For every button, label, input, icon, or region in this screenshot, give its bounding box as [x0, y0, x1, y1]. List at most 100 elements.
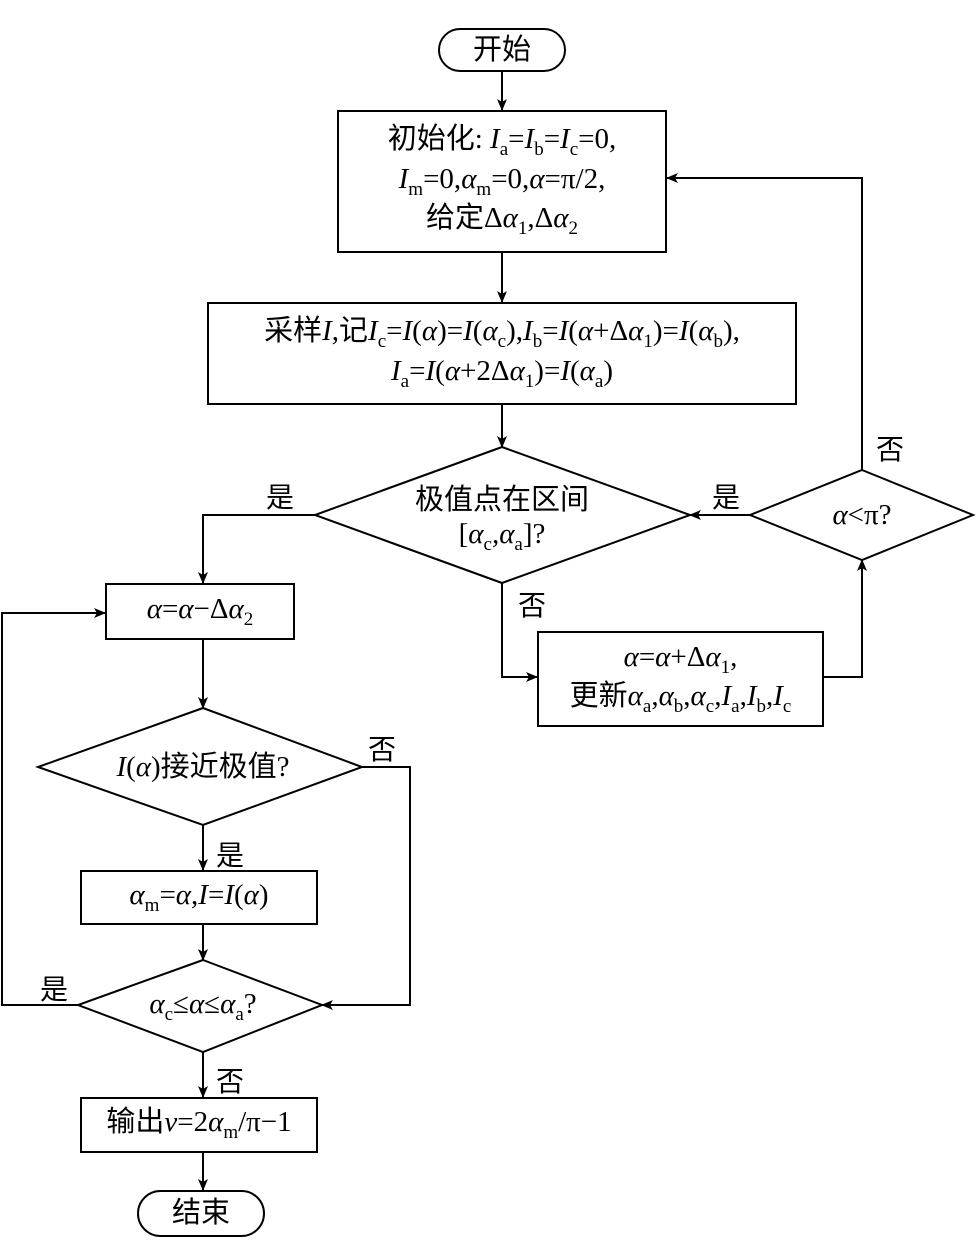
math-variable: α — [188, 988, 205, 1021]
math-variable: α — [228, 592, 244, 625]
math-variable: α — [690, 680, 706, 712]
subscript: b — [534, 139, 544, 161]
text-segment: , — [766, 680, 774, 712]
subscript: c — [377, 331, 387, 353]
math-variable: I — [224, 878, 234, 911]
math-variable: α — [502, 202, 518, 235]
math-variable: I — [773, 680, 783, 712]
math-variable: α — [655, 640, 671, 673]
subscript: c — [782, 696, 792, 717]
subscript: m — [144, 894, 160, 916]
subscript: 1 — [720, 656, 731, 678]
math-variable: α — [529, 162, 545, 195]
text-segment: ( — [688, 315, 699, 348]
text-segment: ( — [233, 878, 244, 911]
label-near-yes: 是 — [216, 841, 245, 872]
text-segment: , — [191, 878, 199, 911]
text-segment: ≤ — [173, 988, 189, 1021]
text-segment: ), — [722, 315, 740, 348]
subscript: c — [483, 534, 492, 556]
text-line: 输出v=2αm/π−1 — [106, 1105, 291, 1144]
math-variable: α — [146, 592, 162, 625]
label-range-yes: 是 — [40, 975, 69, 1006]
text-segment: = — [159, 878, 176, 911]
math-variable: v — [164, 1106, 178, 1139]
text-segment: =2 — [177, 1106, 209, 1139]
text-line: 初始化: Ia=Ib=Ic=0, — [388, 122, 617, 161]
math-variable: α — [468, 518, 484, 551]
math-variable: α — [698, 315, 714, 348]
math-variable: α — [129, 878, 145, 911]
math-variable: I — [490, 123, 500, 156]
text-segment: ,Δ — [527, 202, 554, 235]
text-segment: )= — [437, 315, 464, 348]
text-segment: ( — [568, 315, 578, 348]
text-segment: ( — [126, 750, 136, 783]
text-line: 极值点在区间 — [415, 483, 589, 517]
text-segment: = — [542, 315, 559, 348]
text-line: I(α)接近极值? — [116, 750, 289, 784]
subscript: a — [499, 139, 509, 161]
math-variable: I — [560, 123, 570, 156]
text-segment: )接近极值? — [151, 750, 290, 783]
math-variable: I — [391, 354, 401, 387]
text-segment: , — [491, 518, 500, 551]
text-segment: =0, — [578, 123, 617, 156]
math-variable: I — [560, 354, 570, 387]
math-variable: α — [553, 202, 569, 235]
math-variable: α — [482, 315, 498, 348]
text-segment: ) — [258, 878, 269, 911]
math-variable: α — [705, 640, 721, 673]
text-line: α=α+Δα1, — [624, 640, 738, 679]
subscript: m — [476, 178, 492, 200]
text-segment: =0, — [423, 162, 462, 195]
text-segment: = — [386, 315, 403, 348]
text-segment: = — [409, 354, 426, 387]
math-variable: I — [398, 162, 409, 195]
arrow-interval-no — [501, 583, 538, 682]
text-line: 开始 — [473, 33, 531, 67]
math-variable: α — [421, 315, 438, 348]
text-segment: 结束 — [171, 1197, 230, 1230]
subscript: b — [756, 696, 767, 717]
start-node: 开始 — [438, 28, 566, 72]
math-variable: α — [628, 315, 644, 348]
subscript: c — [569, 139, 579, 161]
subscript: m — [223, 1122, 239, 1144]
text-segment: <π? — [847, 498, 892, 531]
decision-range: αc≤α≤αa? — [110, 982, 296, 1032]
text-line: αc≤α≤αa? — [149, 987, 256, 1026]
label-interval-yes: 是 — [266, 483, 295, 514]
subscript: 1 — [524, 370, 535, 392]
label-alpha-pi-no: 否 — [876, 435, 905, 466]
math-variable: I — [678, 315, 689, 348]
text-segment: ? — [243, 988, 257, 1021]
text-line: α<π? — [832, 498, 891, 532]
label-alpha-pi-yes: 是 — [712, 483, 741, 514]
text-line: 结束 — [172, 1196, 230, 1230]
text-segment: 开始 — [472, 33, 531, 66]
text-segment: ( — [569, 354, 580, 387]
math-variable: α — [220, 988, 236, 1021]
math-variable: α — [208, 1106, 224, 1139]
text-segment: +Δ — [593, 315, 629, 348]
label-near-no: 否 — [368, 735, 397, 766]
arrow-range-yes — [1, 608, 106, 1006]
text-segment: /π−1 — [238, 1106, 292, 1139]
decrement-box: α=α−Δα2 — [105, 583, 295, 640]
text-segment: 给定Δ — [425, 202, 503, 235]
math-variable: α — [175, 878, 192, 911]
text-segment: ( — [472, 315, 483, 348]
label-range-no: 否 — [216, 1067, 245, 1098]
text-segment: , — [739, 680, 747, 712]
subscript: b — [532, 331, 543, 353]
math-variable: I — [425, 354, 436, 387]
update-box: α=α+Δα1,更新αa,αb,αc,Ia,Ib,Ic — [537, 631, 824, 727]
text-segment: +2Δ — [460, 354, 510, 387]
math-variable: I — [746, 680, 757, 712]
text-line: αm=α,I=I(α) — [129, 878, 268, 917]
text-segment: 采样 — [264, 315, 323, 348]
text-segment: =π/2, — [544, 162, 606, 195]
math-variable: α — [658, 680, 674, 712]
